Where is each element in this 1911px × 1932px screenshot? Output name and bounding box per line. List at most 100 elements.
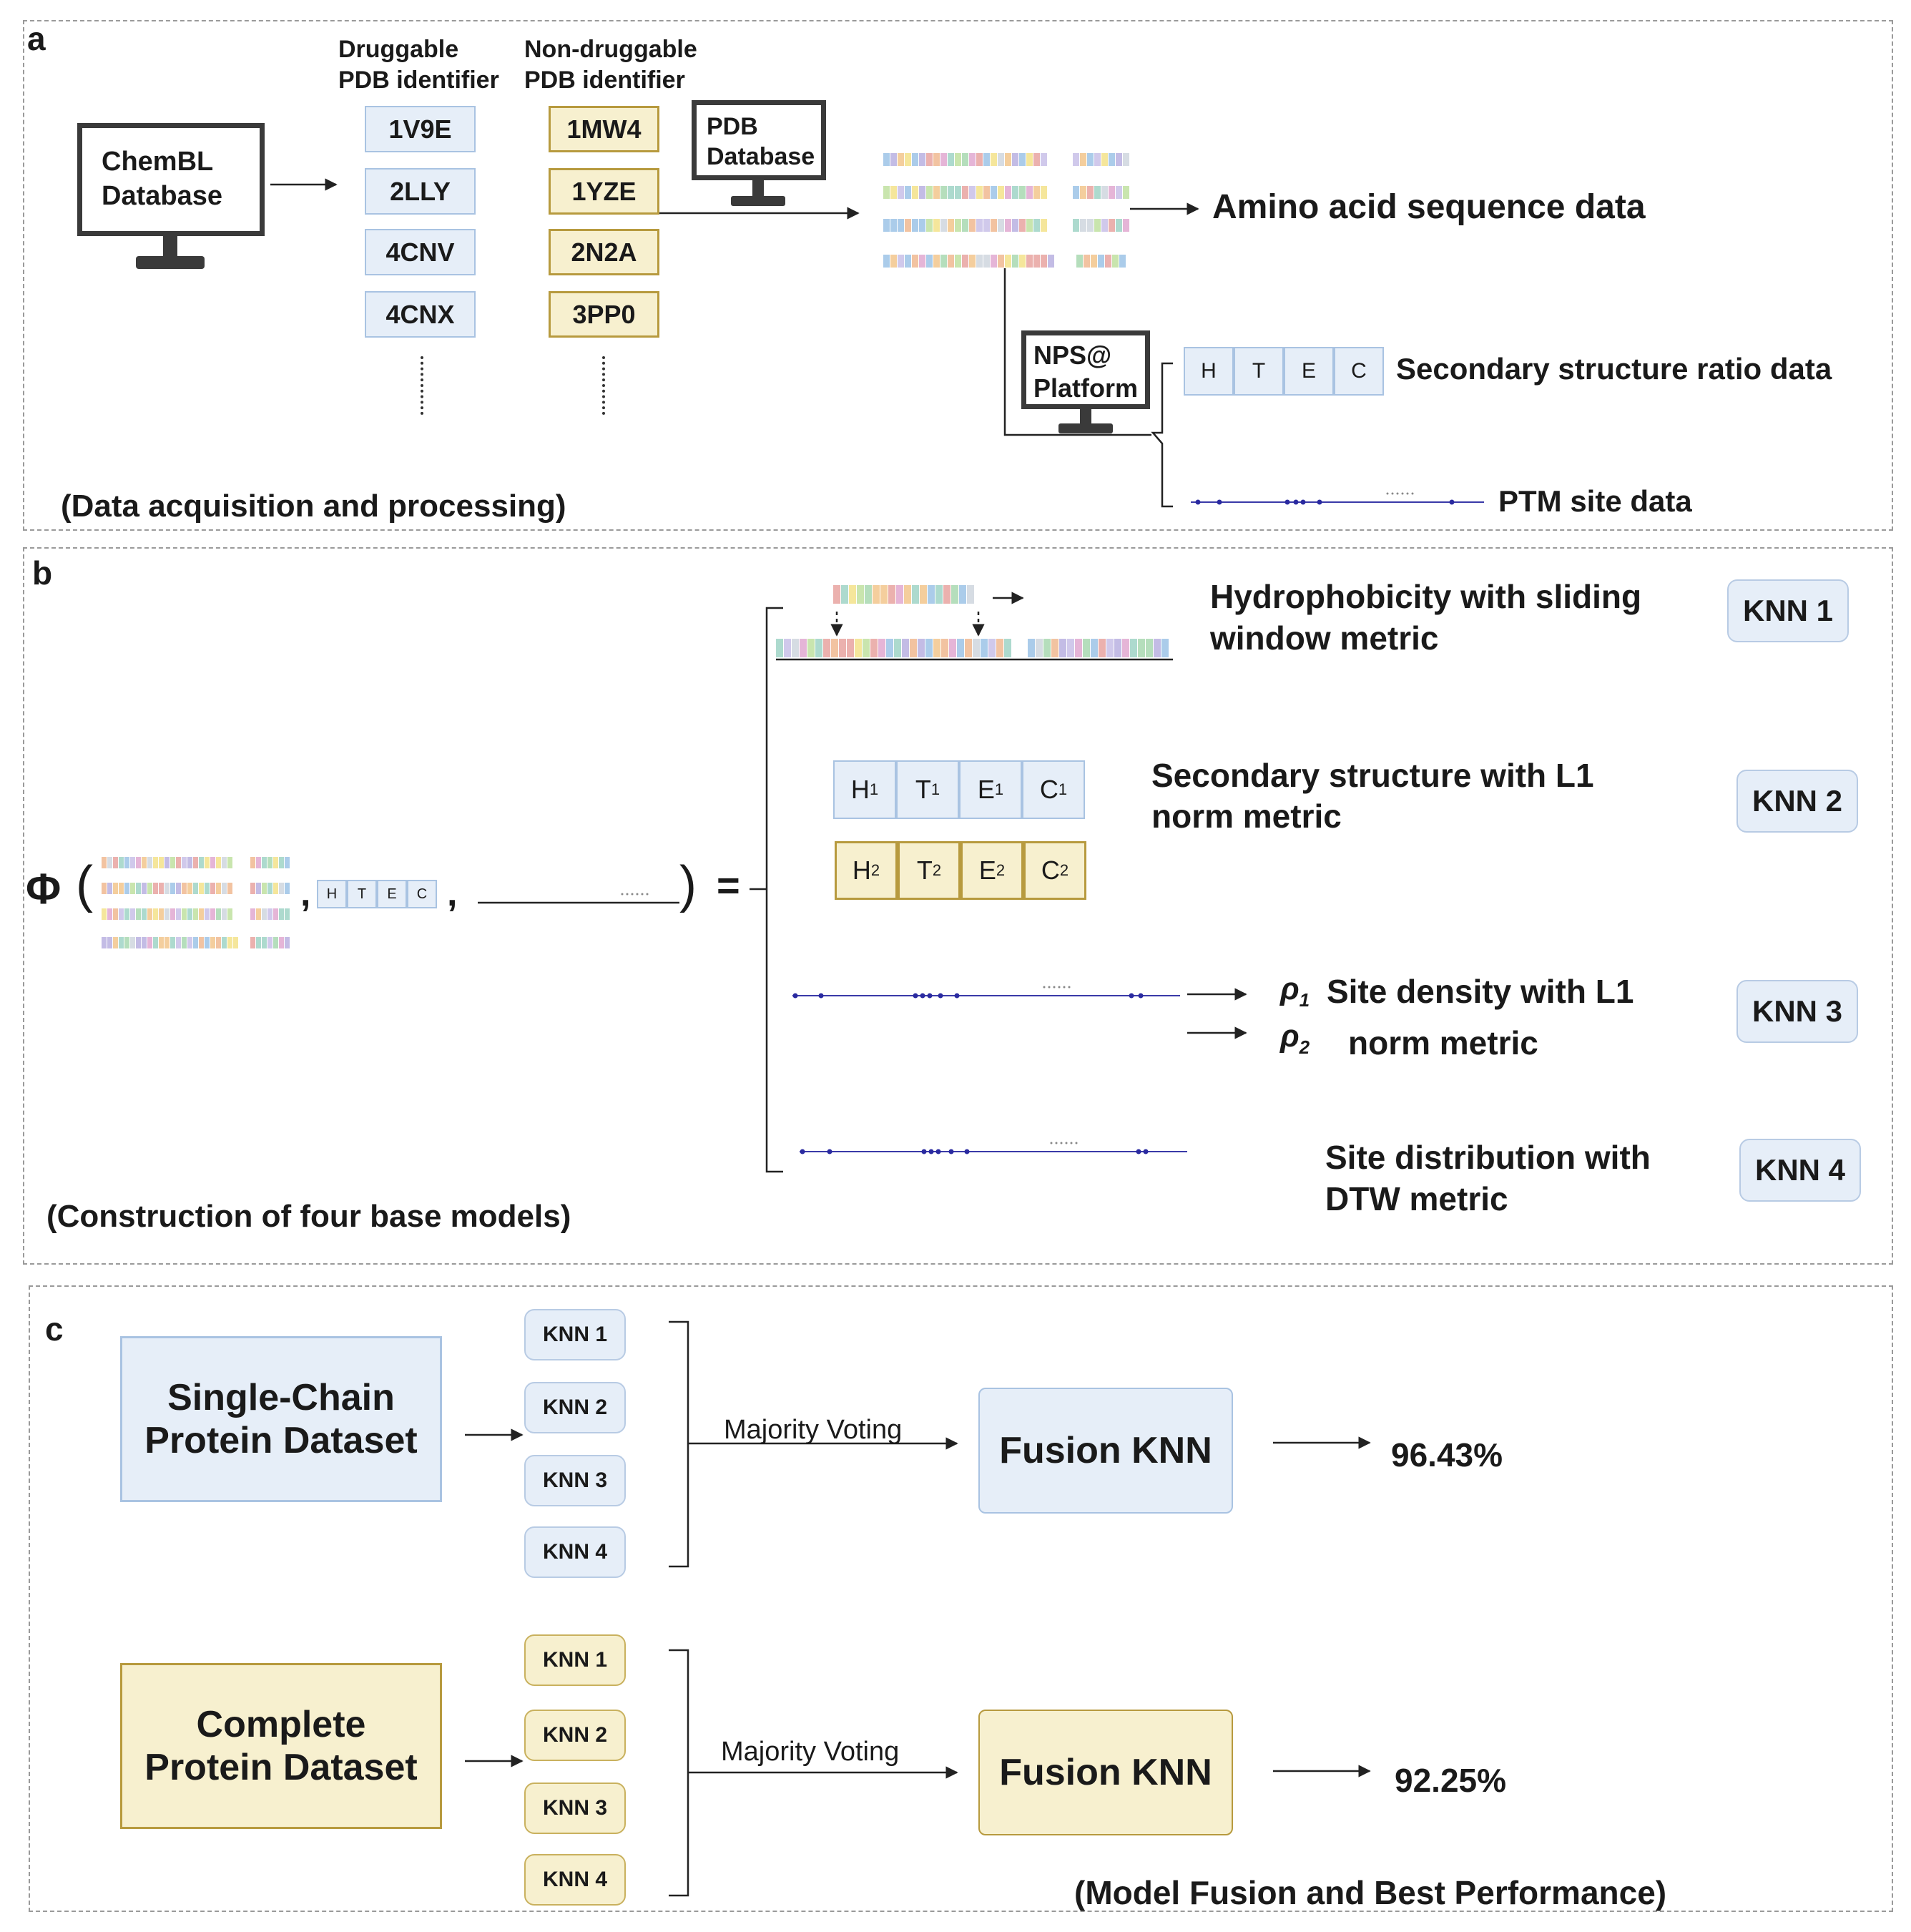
seq-phi-row1b-residue [285, 857, 290, 868]
seq-a-row4-residue [962, 255, 968, 268]
seq-phi-row2-residue [170, 883, 175, 894]
seq-a-row1b [1073, 153, 1129, 166]
seq-b-long-residue [1004, 639, 1011, 657]
bracket-c2 [669, 1649, 689, 1897]
seq-phi-row1-residue [164, 857, 170, 868]
seq-a-row3-residue [905, 219, 911, 232]
seq-a-row3-residue [1012, 219, 1018, 232]
ptm-site-b1 [938, 993, 943, 999]
seq-a-row2-residue [976, 186, 983, 199]
panel-c-frame [29, 1285, 1893, 1912]
druggable-id: 4CNV [365, 229, 476, 275]
phi-ellipsis [631, 893, 634, 896]
nps-label-line1: NPS@ [1033, 340, 1112, 370]
knn-b-2: KNN 2 [1736, 770, 1858, 833]
seq-phi-row4-residue [124, 937, 129, 948]
knn-c1-1: KNN 1 [524, 1309, 626, 1360]
seq-phi-row2-residue [187, 883, 192, 894]
seq-b-long-residue [910, 639, 917, 657]
seq-phi-row1-residue [124, 857, 129, 868]
seq-a-row3-residue [1033, 219, 1040, 232]
seq-b-long-residue [839, 639, 846, 657]
ptm-site-label: PTM site data [1498, 484, 1692, 518]
nps-label-line2: Platform [1033, 373, 1139, 403]
seq-phi-row2b-residue [250, 883, 255, 894]
seq-phi-row1-residue [142, 857, 147, 868]
ptm-site-b2 [935, 1149, 941, 1154]
small-htec-e: E [377, 880, 407, 908]
seq-a-row1-residue [926, 153, 933, 166]
seq-a-row2-residue [991, 186, 997, 199]
seq-phi-row4-residue [119, 937, 124, 948]
knn-c1-3: KNN 3 [524, 1455, 626, 1506]
seq-phi-row2-residue [205, 883, 210, 894]
ptm-site-a [1217, 499, 1222, 505]
druggable-id: 4CNX [365, 291, 476, 338]
seq-phi-row3-residue [210, 908, 215, 920]
seq-a-row1-residue [905, 153, 911, 166]
seq-phi-row2-residue [164, 883, 170, 894]
seq-a-row3-residue [890, 219, 897, 232]
seq-a-row4-residue [991, 255, 997, 268]
seq-a-row3-residue [883, 219, 890, 232]
phi-ellipsis [641, 893, 644, 896]
druggable-id: 2LLY [365, 168, 476, 215]
seq-phi-row1-residue [187, 857, 192, 868]
htec1-cell-letter: C [1039, 775, 1058, 804]
model4-label-line1: Site distribution with [1325, 1139, 1651, 1176]
seq-phi-row4-residue [222, 937, 227, 948]
seq-a-row1-residue [1033, 153, 1040, 166]
htec1-cell-letter: T [915, 775, 931, 804]
seq-phi-row4-residue [102, 937, 107, 948]
seq-b-long-residue [973, 639, 980, 657]
seq-a-row1-residue [948, 153, 954, 166]
seq-a-row3-residue [898, 219, 904, 232]
seq-phi-row1-residue [199, 857, 204, 868]
ptm-site-b2 [928, 1149, 934, 1154]
htec2-cell-letter: H [852, 855, 871, 885]
seq-a-row1b-residue [1073, 153, 1079, 166]
seq-b-window [833, 585, 974, 604]
seq-b-window-residue [849, 585, 856, 604]
seq-b-long-residue [941, 639, 948, 657]
chembl-monitor-stand [163, 236, 177, 258]
seq-a-row3-residue [991, 219, 997, 232]
seq-a-row4-residue [998, 255, 1004, 268]
seq-phi-row2 [102, 883, 232, 894]
seq-phi-row1b-residue [250, 857, 255, 868]
seq-phi-row4-residue [130, 937, 135, 948]
seq-b-long-residue [815, 639, 822, 657]
seq-a-row3-residue [933, 219, 940, 232]
ptm-site-b1 [818, 993, 824, 999]
seq-b-long-residue [847, 639, 854, 657]
knn-c2-4: KNN 4 [524, 1854, 626, 1906]
ptm-site-a [1317, 499, 1322, 505]
seq-a-row4-residue [948, 255, 954, 268]
seq-b-window-residue [833, 585, 840, 604]
seq-phi-row3b-residue [250, 908, 255, 920]
line-seq-to-nps [1003, 268, 1151, 436]
seq-a-row2-residue [983, 186, 990, 199]
seq-a-row1-residue [898, 153, 904, 166]
accuracy-complete: 92.25% [1395, 1762, 1507, 1799]
ptm-ellipsis-b2 [1075, 1142, 1078, 1144]
ptm-site-b1 [927, 993, 933, 999]
seq-a-row4-residue [898, 255, 904, 268]
seq-phi-row1-residue [170, 857, 175, 868]
seq-phi-row3-residue [227, 908, 232, 920]
seq-a-row3b-residue [1080, 219, 1086, 232]
seq-a-row2b-residue [1094, 186, 1101, 199]
seq-phi-row2-residue [119, 883, 124, 894]
seq-a-row3-residue [998, 219, 1004, 232]
seq-a-row4-residue [1048, 255, 1054, 268]
seq-phi-row2b-residue [279, 883, 284, 894]
druggable-more-dots [421, 356, 426, 415]
seq-b-long-residue [1043, 639, 1051, 657]
seq-a-row3-residue [912, 219, 918, 232]
ptm-site-b2 [921, 1149, 927, 1154]
ptm-ellipsis-b1 [1043, 986, 1046, 989]
phi-equals: = [717, 863, 740, 908]
